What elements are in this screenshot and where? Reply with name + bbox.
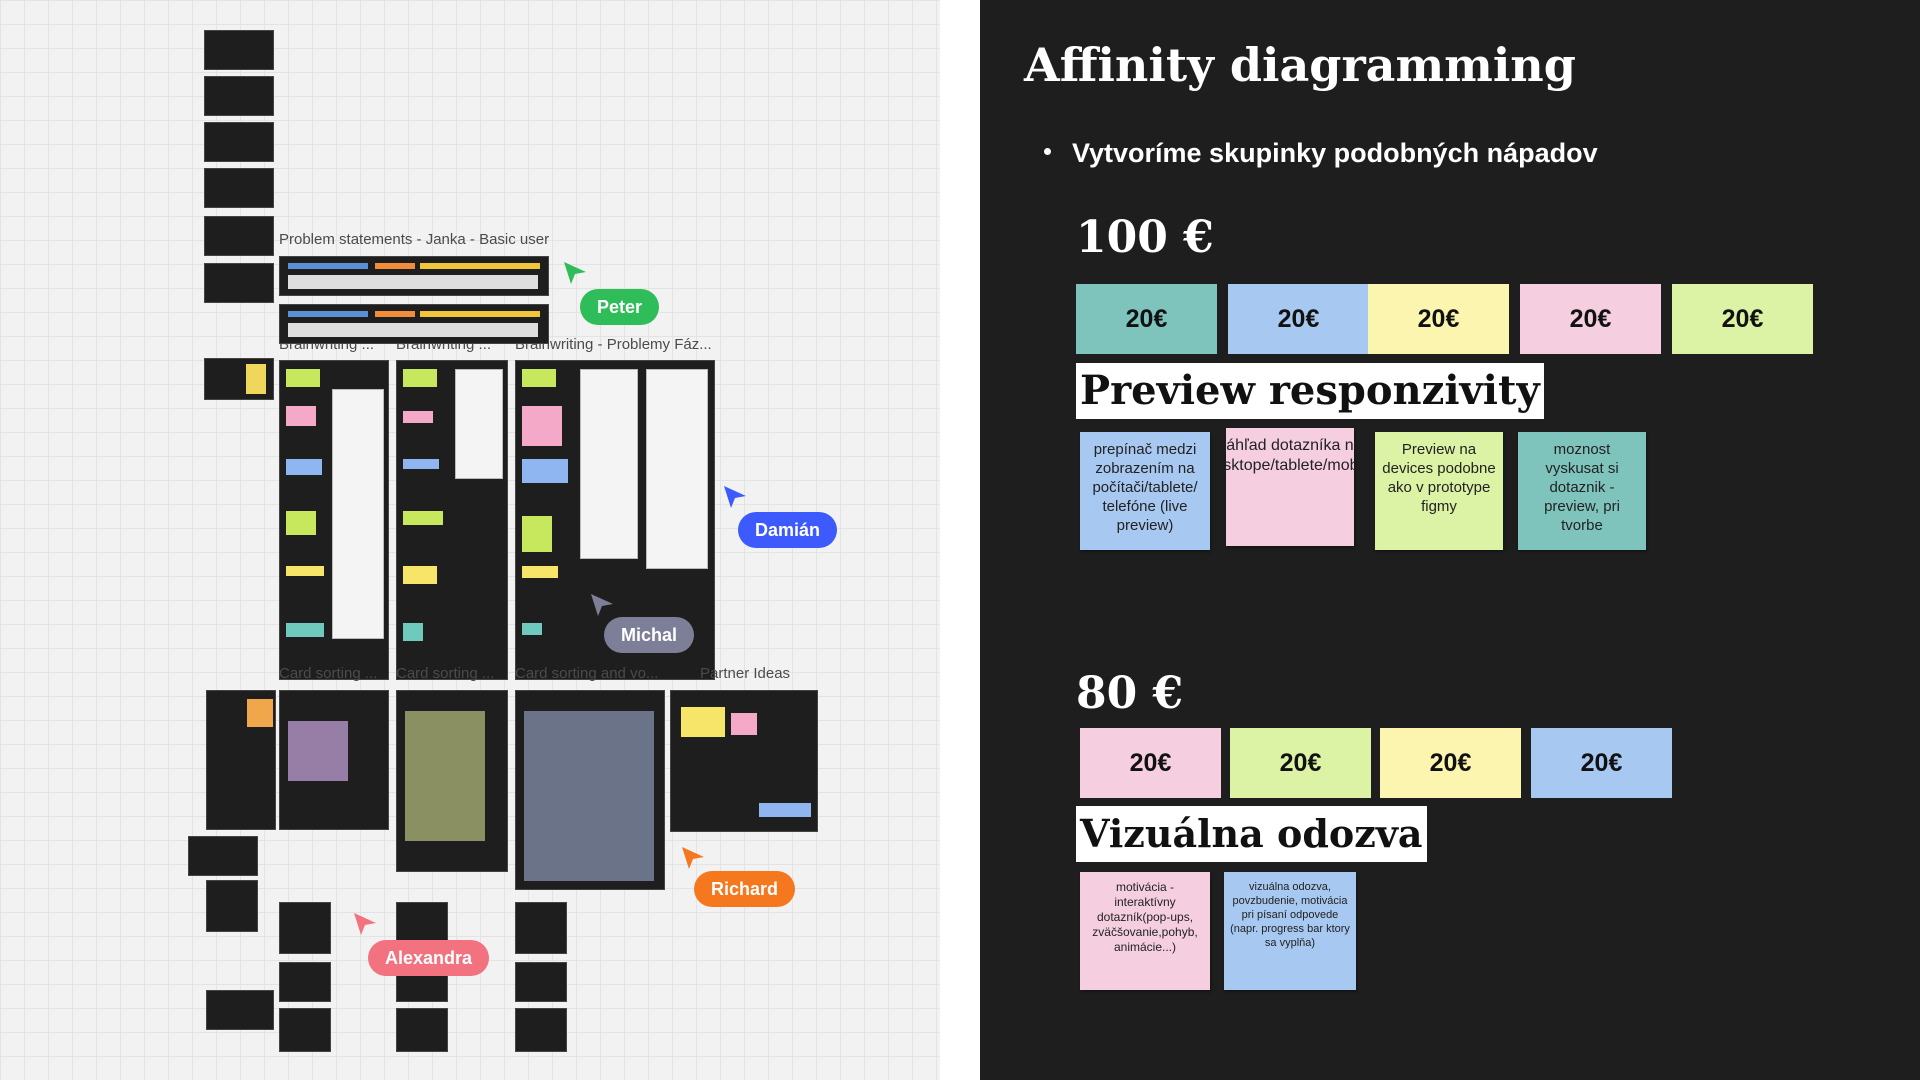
slide-thumbnail[interactable] — [204, 122, 274, 162]
money-note[interactable]: 20€ — [1531, 728, 1672, 798]
frame-label[interactable]: Card sorting ... — [396, 665, 495, 682]
collaborator-badge-damian: Damián — [738, 512, 838, 548]
whiteboard-canvas[interactable]: Problem statements - Janka - Basic user … — [0, 0, 940, 1080]
brainwriting-frame[interactable] — [396, 360, 508, 680]
slide-thumbnail[interactable] — [206, 990, 274, 1030]
collaborator-badge-peter: Peter — [580, 289, 660, 325]
card-sorting-frame[interactable] — [515, 690, 665, 890]
presentation-slide: Affinity diagramming Vytvoríme skupinky … — [980, 0, 1920, 1080]
collaborator-badge-richard: Richard — [694, 871, 796, 907]
brainwriting-frame[interactable] — [279, 360, 389, 680]
money-note[interactable]: 20€ — [1368, 284, 1509, 354]
sticky-note[interactable]: vizuálna odozva, povzbudenie, motivácia … — [1224, 872, 1356, 990]
collaborator-badge-alexandra: Alexandra — [368, 940, 490, 976]
money-note[interactable]: 20€ — [1520, 284, 1661, 354]
problem-statements-frame[interactable] — [279, 256, 549, 296]
group-price: 100 € — [1076, 212, 1214, 263]
frame-label[interactable]: Brainwriting - Problemy Fáz... — [515, 336, 712, 353]
slide-thumbnail[interactable] — [515, 902, 567, 954]
card-sorting-frame[interactable] — [279, 690, 389, 830]
slide-thumbnail[interactable] — [515, 1008, 567, 1052]
money-note[interactable]: 20€ — [1076, 284, 1217, 354]
sticky-note[interactable]: moznost vyskusat si dotaznik - preview, … — [1518, 432, 1646, 550]
sticky-note[interactable]: motivácia - interaktívny dotazník(pop-up… — [1080, 872, 1210, 990]
money-note[interactable]: 20€ — [1080, 728, 1221, 798]
frame-label[interactable]: Card sorting and vo... — [515, 665, 659, 682]
slide-thumbnail[interactable] — [515, 962, 567, 1002]
bullet-text: Vytvoríme skupinky podobných nápadov — [1072, 138, 1598, 168]
collaborator-badge-michal: Michal — [604, 617, 695, 653]
money-note[interactable]: 20€ — [1672, 284, 1813, 354]
slide-thumbnail[interactable] — [279, 902, 331, 954]
slide-thumbnail[interactable] — [204, 168, 274, 208]
slide-title: Affinity diagramming — [1024, 38, 1576, 92]
frame-label[interactable]: Problem statements - Janka - Basic user — [279, 231, 550, 248]
slide-thumbnail[interactable] — [204, 30, 274, 70]
slide-thumbnail[interactable] — [188, 836, 258, 876]
money-note[interactable]: 20€ — [1380, 728, 1521, 798]
canvas-divider — [940, 0, 980, 1080]
bullet-icon — [1044, 148, 1051, 155]
slide-thumbnail[interactable] — [204, 263, 274, 303]
slide-thumbnail[interactable] — [279, 1008, 331, 1052]
sticky-cluster — [246, 364, 266, 394]
money-note[interactable]: 20€ — [1230, 728, 1371, 798]
group-heading: Preview responzivity — [1076, 363, 1544, 419]
card-sorting-frame[interactable] — [396, 690, 508, 872]
slide-thumbnail[interactable] — [206, 880, 258, 932]
sticky-note[interactable]: náhľad dotazníka na desktope/tablete/mob… — [1226, 428, 1354, 546]
frame-label[interactable]: Partner Ideas — [700, 665, 791, 682]
slide-thumbnail[interactable] — [279, 962, 331, 1002]
slide-thumbnail[interactable] — [396, 1008, 448, 1052]
sticky-note[interactable]: prepínač medzi zobrazením na počítači/ta… — [1080, 432, 1210, 550]
frame-label[interactable]: Card sorting ... — [279, 665, 378, 682]
money-note[interactable]: 20€ — [1228, 284, 1369, 354]
slide-thumbnail[interactable] — [204, 76, 274, 116]
group-price: 80 € — [1076, 668, 1184, 719]
slide-thumbnail[interactable] — [204, 216, 274, 256]
problem-statements-frame[interactable] — [279, 304, 549, 344]
partner-ideas-frame[interactable] — [670, 690, 818, 832]
affinity-slide-thumbnail[interactable] — [206, 690, 276, 830]
sticky-note[interactable]: Preview na devices podobne ako v prototy… — [1375, 432, 1503, 550]
group-heading: Vizuálna odozva — [1076, 806, 1427, 862]
